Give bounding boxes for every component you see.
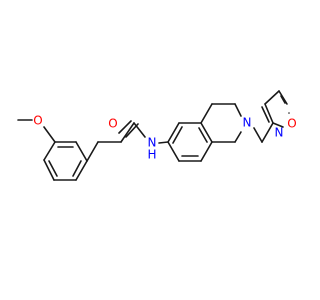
bond-ring1-e	[75, 141, 88, 162]
bond-ring1-a	[43, 141, 56, 161]
bond-ring3-a	[200, 103, 213, 124]
atom-o-methoxy: O	[33, 114, 42, 128]
bond-ring2-c	[200, 122, 213, 143]
bond-isox-a-inner	[261, 106, 270, 123]
bond-n-aryl	[158, 141, 169, 144]
bond-chain-1	[86, 141, 99, 162]
bond-ring1-d-inner	[72, 160, 82, 177]
bond-ch2-isoxazole	[261, 122, 274, 143]
atom-n-isoxazole: N	[275, 126, 284, 140]
atom-n-amide-h: H	[147, 148, 156, 162]
bond-ring1-d	[75, 160, 88, 181]
bond-chain-3	[120, 122, 135, 143]
bond-isox-e	[272, 122, 284, 128]
bond-ring1-b-inner	[48, 160, 58, 177]
bond-c-n-amide	[133, 122, 146, 138]
bond-ring2-d	[200, 141, 213, 162]
atom-n-ring: N	[243, 116, 252, 130]
bond-carbonyl-a	[118, 120, 132, 134]
bond-o-aryl	[43, 126, 56, 143]
bond-ring1-b	[43, 159, 55, 181]
atom-o-carbonyl: O	[108, 117, 117, 131]
bond-isox-a	[264, 103, 274, 124]
bond-n-ch2	[253, 127, 263, 143]
bond-isox-c	[278, 90, 288, 105]
structure-drawing: O O N H N O N	[17, 90, 297, 181]
bond-ring2-a-inner	[172, 126, 183, 144]
atom-n-amide: N	[148, 136, 157, 150]
molecule-diagram: O O N H N O N	[17, 90, 297, 181]
bond-isox-b	[264, 90, 280, 105]
bond-ring2-a	[167, 122, 180, 143]
bond-isox-c-inner	[280, 95, 286, 104]
bond-ring2-c-inner	[198, 127, 208, 143]
bond-ring2-f	[167, 141, 180, 162]
atom-o-isoxazole: O	[287, 117, 296, 131]
bond-ring3-c	[234, 103, 242, 117]
bond-ring3-d	[234, 131, 242, 143]
